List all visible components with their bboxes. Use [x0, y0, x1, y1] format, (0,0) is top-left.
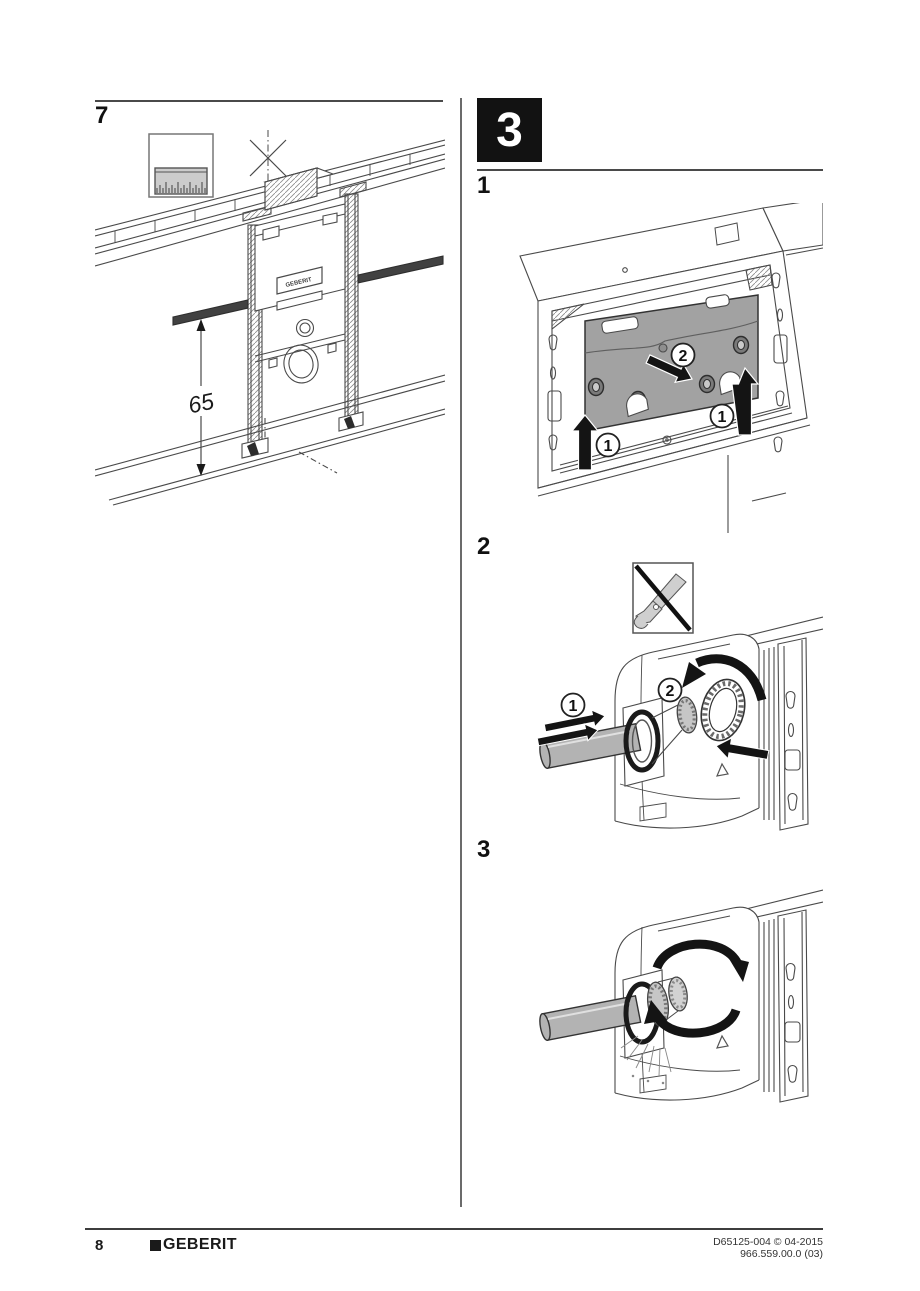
union-nut-parts [651, 678, 746, 765]
action-arrows [536, 709, 770, 760]
spacer-block [263, 167, 335, 211]
page-number: 8 [95, 1237, 104, 1254]
cut-to-length-x-mark [249, 130, 287, 182]
step2-label: 2 [477, 533, 491, 560]
svg-text:1: 1 [569, 698, 578, 715]
insert-arrow-icon [536, 723, 599, 747]
callout-1: 1 [560, 692, 586, 718]
push-nut-arrow-icon [715, 737, 770, 760]
alignment-triangle-mark [716, 1034, 729, 1049]
step7-label: 7 [95, 102, 109, 129]
document-reference: D65125-004 © 04-2015 966.559.00.0 (03) [713, 1236, 823, 1260]
figure-step2-insert-pipe-hand-tighten: 1 2 [536, 562, 823, 831]
doc-ref-line2: 966.559.00.0 (03) [740, 1248, 823, 1260]
svg-text:1: 1 [718, 409, 727, 426]
callout-1-right: 1 [709, 403, 735, 429]
geberit-logo: GEBERIT [150, 1236, 237, 1254]
column-divider [460, 98, 462, 1207]
alignment-triangle-mark [716, 762, 729, 777]
geberit-logo-text: GEBERIT [163, 1236, 237, 1253]
doc-ref-line1: D65125-004 © 04-2015 [713, 1236, 823, 1248]
section-rule [477, 169, 823, 171]
no-pipe-wrench-icon [632, 562, 694, 634]
dimension-value: 65 [186, 388, 217, 419]
insert-arrow-icon [543, 709, 606, 733]
floor-lines [95, 374, 445, 506]
cistern-brand-label: GEBERIT [285, 277, 313, 289]
callout-2: 2 [657, 677, 683, 703]
cistern: GEBERIT [254, 203, 346, 312]
wall-and-rail [725, 616, 823, 831]
step1-label: 1 [477, 172, 491, 199]
step7-rule [95, 100, 443, 102]
callout-2: 2 [670, 342, 696, 368]
floor-rail-dark [172, 255, 444, 326]
step3-label: 3 [477, 836, 491, 863]
rotate-arrow [682, 654, 767, 702]
flush-bend-and-plate [254, 318, 346, 474]
protection-plate [584, 294, 759, 432]
section-badge: 3 [477, 98, 542, 162]
dimension-65: 65 [186, 319, 217, 476]
callout-1-left: 1 [595, 432, 621, 458]
ruler-icon [148, 133, 214, 198]
svg-text:2: 2 [666, 683, 675, 700]
svg-text:2: 2 [679, 348, 688, 365]
water-supply-pipe [539, 697, 665, 787]
up-arrow-icon [570, 414, 600, 471]
figure-step3-tighten-union-nut [539, 889, 823, 1103]
svg-text:1: 1 [604, 438, 613, 455]
shaving-marks [620, 1035, 672, 1085]
figure-step1-remove-protection-plate: 1 1 2 [519, 203, 823, 533]
figure-step7-element-on-rails: GEBERIT [95, 130, 445, 506]
rotate-arrows [644, 939, 749, 1038]
geberit-logo-square-icon [150, 1239, 161, 1251]
action-arrows [570, 354, 760, 471]
up-arrow-icon [731, 366, 760, 436]
footer-rule [85, 1228, 823, 1230]
